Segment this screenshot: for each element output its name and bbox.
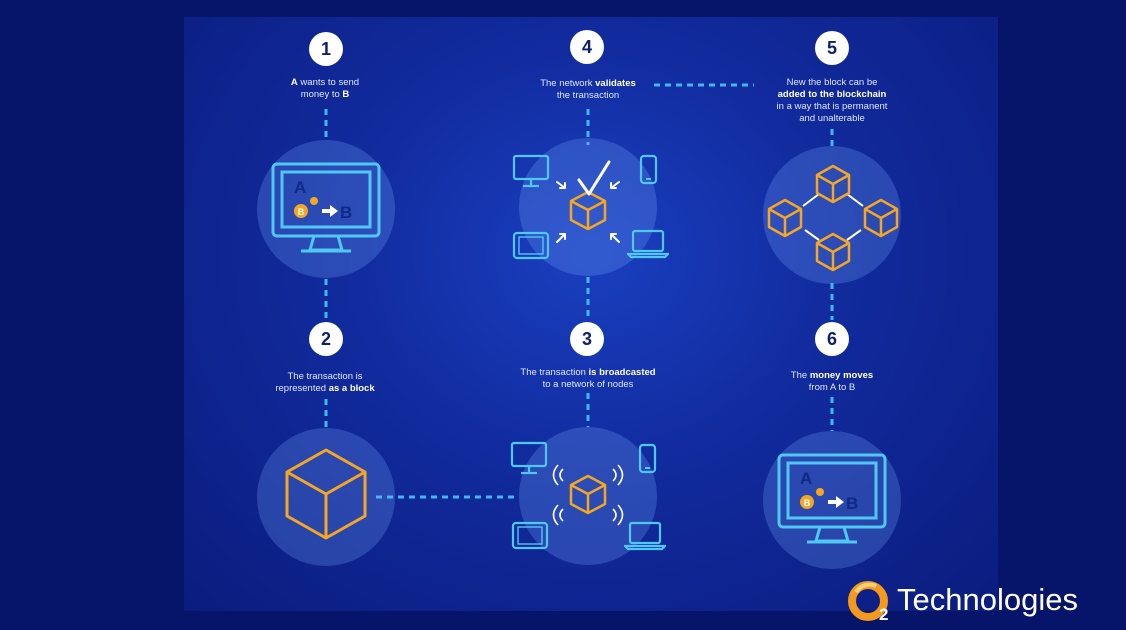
svg-text:B: B [298, 207, 305, 217]
bitcoin-coin-icon [800, 495, 814, 509]
step-badge-1: 1 [309, 32, 343, 66]
receiver-label: B [846, 494, 858, 513]
step-1-illustration: A B B [257, 140, 395, 278]
laptop-icon [627, 229, 669, 259]
step-badge-5: 5 [815, 31, 849, 65]
tablet-icon [511, 521, 549, 550]
logo-text: Technologies [897, 582, 1078, 617]
bitcoin-coin-icon [294, 204, 308, 218]
step-badge-3: 3 [570, 322, 604, 356]
cube-icon [285, 448, 367, 540]
monitor-icon [510, 441, 548, 475]
sender-label: A [294, 178, 306, 197]
validation-arrows [556, 181, 620, 243]
connector-lines [324, 83, 834, 499]
checkmark-icon [577, 160, 611, 196]
arrow-icon [322, 205, 338, 217]
monitor-icon [512, 154, 550, 188]
cube-icon [569, 474, 607, 515]
step-5-illustration [763, 146, 901, 284]
receiver-label: B [340, 203, 352, 222]
cube-icon [569, 190, 607, 231]
step-2-illustration [257, 428, 395, 566]
arrow-icon [828, 496, 844, 508]
step-badge-2: 2 [309, 322, 343, 356]
monitor-icon [777, 453, 887, 544]
step-6-illustration: A B B [763, 431, 901, 569]
monitor-icon [271, 162, 381, 253]
sender-label: A [800, 469, 812, 488]
svg-text:B: B [804, 498, 811, 508]
svg-text:2: 2 [879, 605, 888, 624]
step-badge-4: 4 [570, 30, 604, 64]
logo-mark-icon: 2 [848, 581, 888, 624]
step-badge-6: 6 [815, 322, 849, 356]
company-logo: 2 Technologies [846, 578, 1106, 626]
laptop-icon [624, 521, 666, 551]
tablet-icon [512, 231, 550, 260]
signal-icon [552, 464, 624, 526]
phone-icon [638, 443, 657, 474]
blockchain-icon [767, 164, 899, 272]
phone-icon [639, 154, 658, 185]
